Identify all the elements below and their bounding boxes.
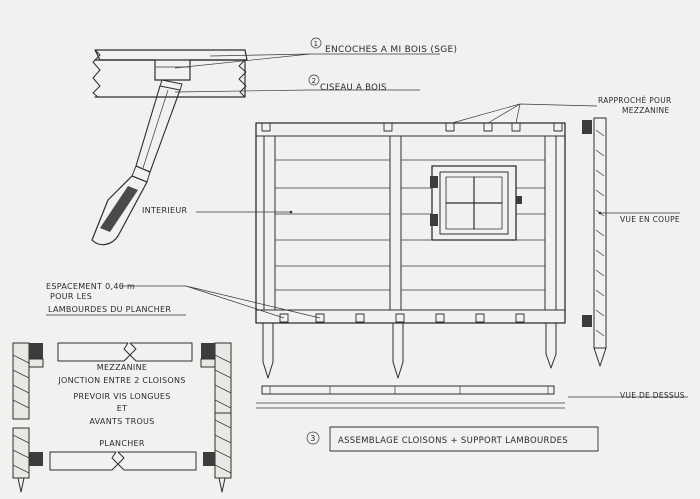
wood-chisel-drawing — [91, 79, 183, 246]
callout-number-3: 3 — [310, 434, 315, 443]
label-assemblage: 3 ASSEMBLAGE CLOISONS + SUPPORT LAMBOURD… — [306, 426, 599, 452]
rapproche-line-1: RAPPROCHÉ POUR — [598, 96, 672, 105]
mezzanine-label: MEZZANINE — [97, 363, 147, 372]
side-section-view — [582, 117, 607, 367]
espacement-line-2: POUR LES — [50, 292, 92, 301]
callout-number-1: 1 — [314, 40, 319, 48]
ciseau-label: CISEAU A BOIS — [320, 83, 387, 93]
assemblage-label: ASSEMBLAGE CLOISONS + SUPPORT LAMBOURDES — [338, 436, 568, 446]
junction-detail — [12, 342, 232, 493]
label-encoches: 1 ENCOCHES A MI BOIS (SGE) — [310, 37, 457, 55]
leaders-top — [174, 53, 440, 93]
prevoir-line-3: AVANTS TROUS — [89, 417, 154, 426]
espacement-line-1: ESPACEMENT 0,40 m — [46, 282, 135, 291]
rapproche-line-2: MEZZANINE — [622, 106, 670, 115]
jonction-label: JONCTION ENTRE 2 CLOISONS — [57, 376, 185, 385]
top-view — [256, 385, 565, 409]
label-vue-coupe: VUE EN COUPE — [598, 211, 680, 224]
prevoir-line-1: PREVOIR VIS LONGUES — [73, 392, 170, 401]
callout-number-2: 2 — [312, 77, 317, 85]
notch-detail — [92, 49, 248, 98]
label-espacement: ESPACEMENT 0,40 m POUR LES LAMBOURDES DU… — [46, 282, 321, 319]
prevoir-line-2: ET — [117, 404, 128, 413]
label-vue-dessus: VUE DE DESSUS — [568, 391, 688, 400]
plancher-label: PLANCHER — [99, 439, 145, 448]
espacement-line-3: LAMBOURDES DU PLANCHER — [48, 305, 171, 314]
label-junction: MEZZANINE JONCTION ENTRE 2 CLOISONS PREV… — [57, 363, 185, 448]
wall-elevation — [255, 122, 566, 379]
vue-coupe-label: VUE EN COUPE — [620, 215, 680, 224]
label-rapproche: RAPPROCHÉ POUR MEZZANINE — [451, 96, 672, 124]
encoches-label: ENCOCHES A MI BOIS (SGE) — [325, 45, 457, 55]
label-interieur: INTERIEUR — [142, 206, 293, 215]
vue-dessus-label: VUE DE DESSUS — [620, 391, 685, 400]
label-ciseau: 2 CISEAU A BOIS — [308, 74, 387, 93]
interieur-label: INTERIEUR — [142, 206, 188, 215]
